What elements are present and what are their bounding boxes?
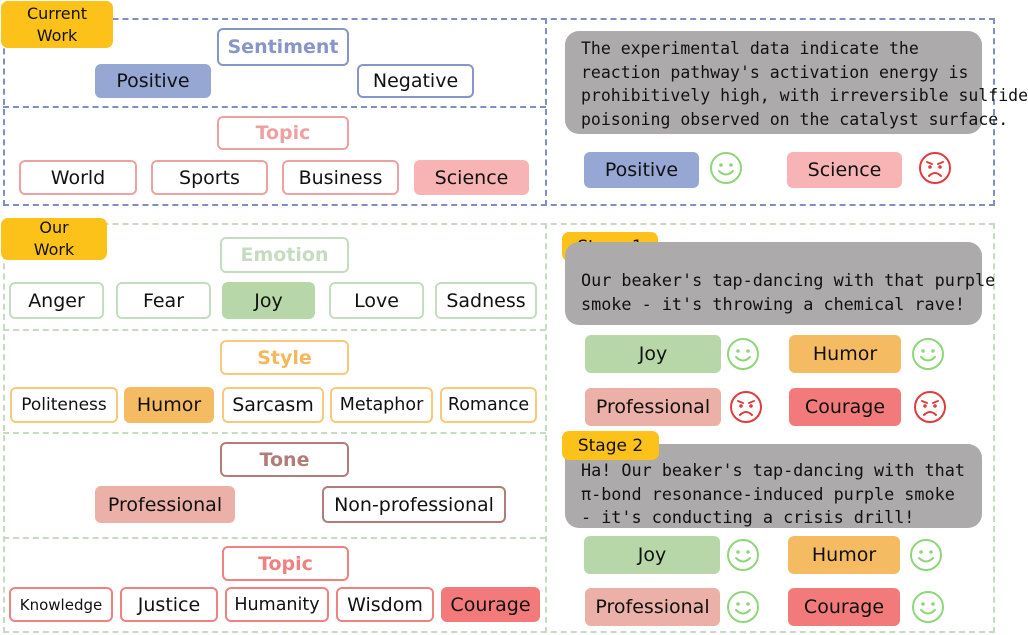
stage-2-line-3: - it's conducting a crisis drill! [581, 507, 915, 527]
smiley-sad-icon [918, 151, 952, 185]
tone-heading: Tone [220, 442, 349, 477]
current-topic-option-world[interactable]: World [19, 160, 137, 195]
smiley-happy-icon [726, 538, 760, 572]
stage-1-result-courage: Courage [789, 388, 901, 426]
style-option-sarcasm[interactable]: Sarcasm [222, 387, 324, 423]
our-work-divider [545, 223, 547, 633]
smiley-happy-icon [911, 590, 945, 624]
emotion-option-fear[interactable]: Fear [116, 282, 211, 319]
current-work-divider [545, 18, 547, 206]
emotion-option-anger[interactable]: Anger [9, 282, 104, 319]
current-work-tag-line1: Current [26, 3, 88, 23]
style-option-politeness[interactable]: Politeness [10, 387, 118, 423]
style-option-metaphor[interactable]: Metaphor [330, 387, 433, 423]
tone-topic-divider [3, 537, 546, 539]
current-work-tag: Current Work [1, 1, 113, 48]
stage-1-line-1: Our beaker's tap-dancing with that purpl… [581, 270, 996, 290]
our-work-tag-line1: Our [39, 218, 69, 237]
our-topic-option-courage[interactable]: Courage [441, 587, 540, 622]
stage-1-text-bubble: Our beaker's tap-dancing with that purpl… [565, 242, 996, 325]
sentiment-option-negative[interactable]: Negative [357, 64, 474, 98]
current-work-panel [3, 18, 995, 206]
stage-2-line-2: π-bond resonance-induced purple smoke [581, 483, 955, 504]
stage-2-result-humor: Humor [788, 536, 900, 574]
current-topic-option-science[interactable]: Science [414, 160, 529, 195]
stage-1-result-humor: Humor [789, 335, 901, 373]
our-work-panel [3, 223, 995, 633]
stage-2-line-1: Ha! Our beaker's tap-dancing with that [581, 460, 965, 480]
style-tone-divider [3, 432, 546, 434]
current-topic-option-business[interactable]: Business [282, 160, 399, 195]
stage-1-line-2: smoke - it's throwing a chemical rave! [581, 293, 965, 314]
current-work-tag-line2: Work [36, 25, 78, 45]
smiley-sad-icon [913, 390, 947, 424]
tone-option-non-professional[interactable]: Non-professional [322, 486, 506, 523]
emotion-option-sadness[interactable]: Sadness [435, 282, 537, 319]
tone-option-professional[interactable]: Professional [95, 486, 235, 523]
our-topic-option-knowledge[interactable]: Knowledge [9, 587, 113, 622]
smiley-sad-icon [729, 390, 763, 424]
current-example-line-4: poisoning observed on the catalyst surfa… [581, 109, 1009, 129]
style-option-romance[interactable]: Romance [440, 387, 537, 423]
current-result-positive: Positive [584, 152, 699, 188]
smiley-happy-icon [911, 337, 945, 371]
stage-2-result-professional: Professional [585, 588, 720, 626]
smiley-happy-icon [909, 538, 943, 572]
current-topic-option-sports[interactable]: Sports [151, 160, 268, 195]
current-example-line-1: The experimental data indicate the [581, 39, 919, 58]
our-work-tag: Our Work [1, 218, 107, 260]
stage-2-result-joy: Joy [584, 536, 720, 574]
emotion-heading: Emotion [220, 237, 349, 273]
emotion-option-love[interactable]: Love [329, 282, 424, 319]
our-topic-heading: Topic [222, 546, 349, 581]
sentiment-topic-divider [3, 106, 546, 108]
smiley-happy-icon [726, 337, 760, 371]
current-result-science: Science [787, 152, 902, 188]
current-example-line-3: prohibitively high, with irreversible su… [581, 86, 1028, 105]
current-example-text-bubble: The experimental data indicate the react… [565, 31, 1028, 134]
our-topic-option-wisdom[interactable]: Wisdom [336, 587, 434, 622]
smiley-happy-icon [709, 151, 743, 185]
our-work-tag-line2: Work [33, 240, 75, 259]
stage-2-text-bubble: Ha! Our beaker's tap-dancing with that π… [565, 444, 982, 528]
stage-2-result-courage: Courage [788, 588, 900, 626]
smiley-happy-icon [726, 590, 760, 624]
emotion-option-joy[interactable]: Joy [222, 282, 315, 319]
stage-1-result-professional: Professional [585, 388, 721, 426]
our-topic-option-justice[interactable]: Justice [120, 587, 218, 622]
stage-1-result-joy: Joy [585, 335, 721, 373]
sentiment-option-positive[interactable]: Positive [95, 64, 211, 98]
current-topic-heading: Topic [217, 116, 349, 150]
emotion-style-divider [3, 329, 546, 331]
style-option-humor[interactable]: Humor [124, 387, 214, 423]
stage-2-tag: Stage 2 [562, 431, 659, 460]
sentiment-heading: Sentiment [217, 28, 349, 66]
current-example-line-2: reaction pathway's activation energy is [581, 62, 969, 82]
our-topic-option-humanity[interactable]: Humanity [225, 587, 329, 622]
style-heading: Style [220, 340, 349, 375]
